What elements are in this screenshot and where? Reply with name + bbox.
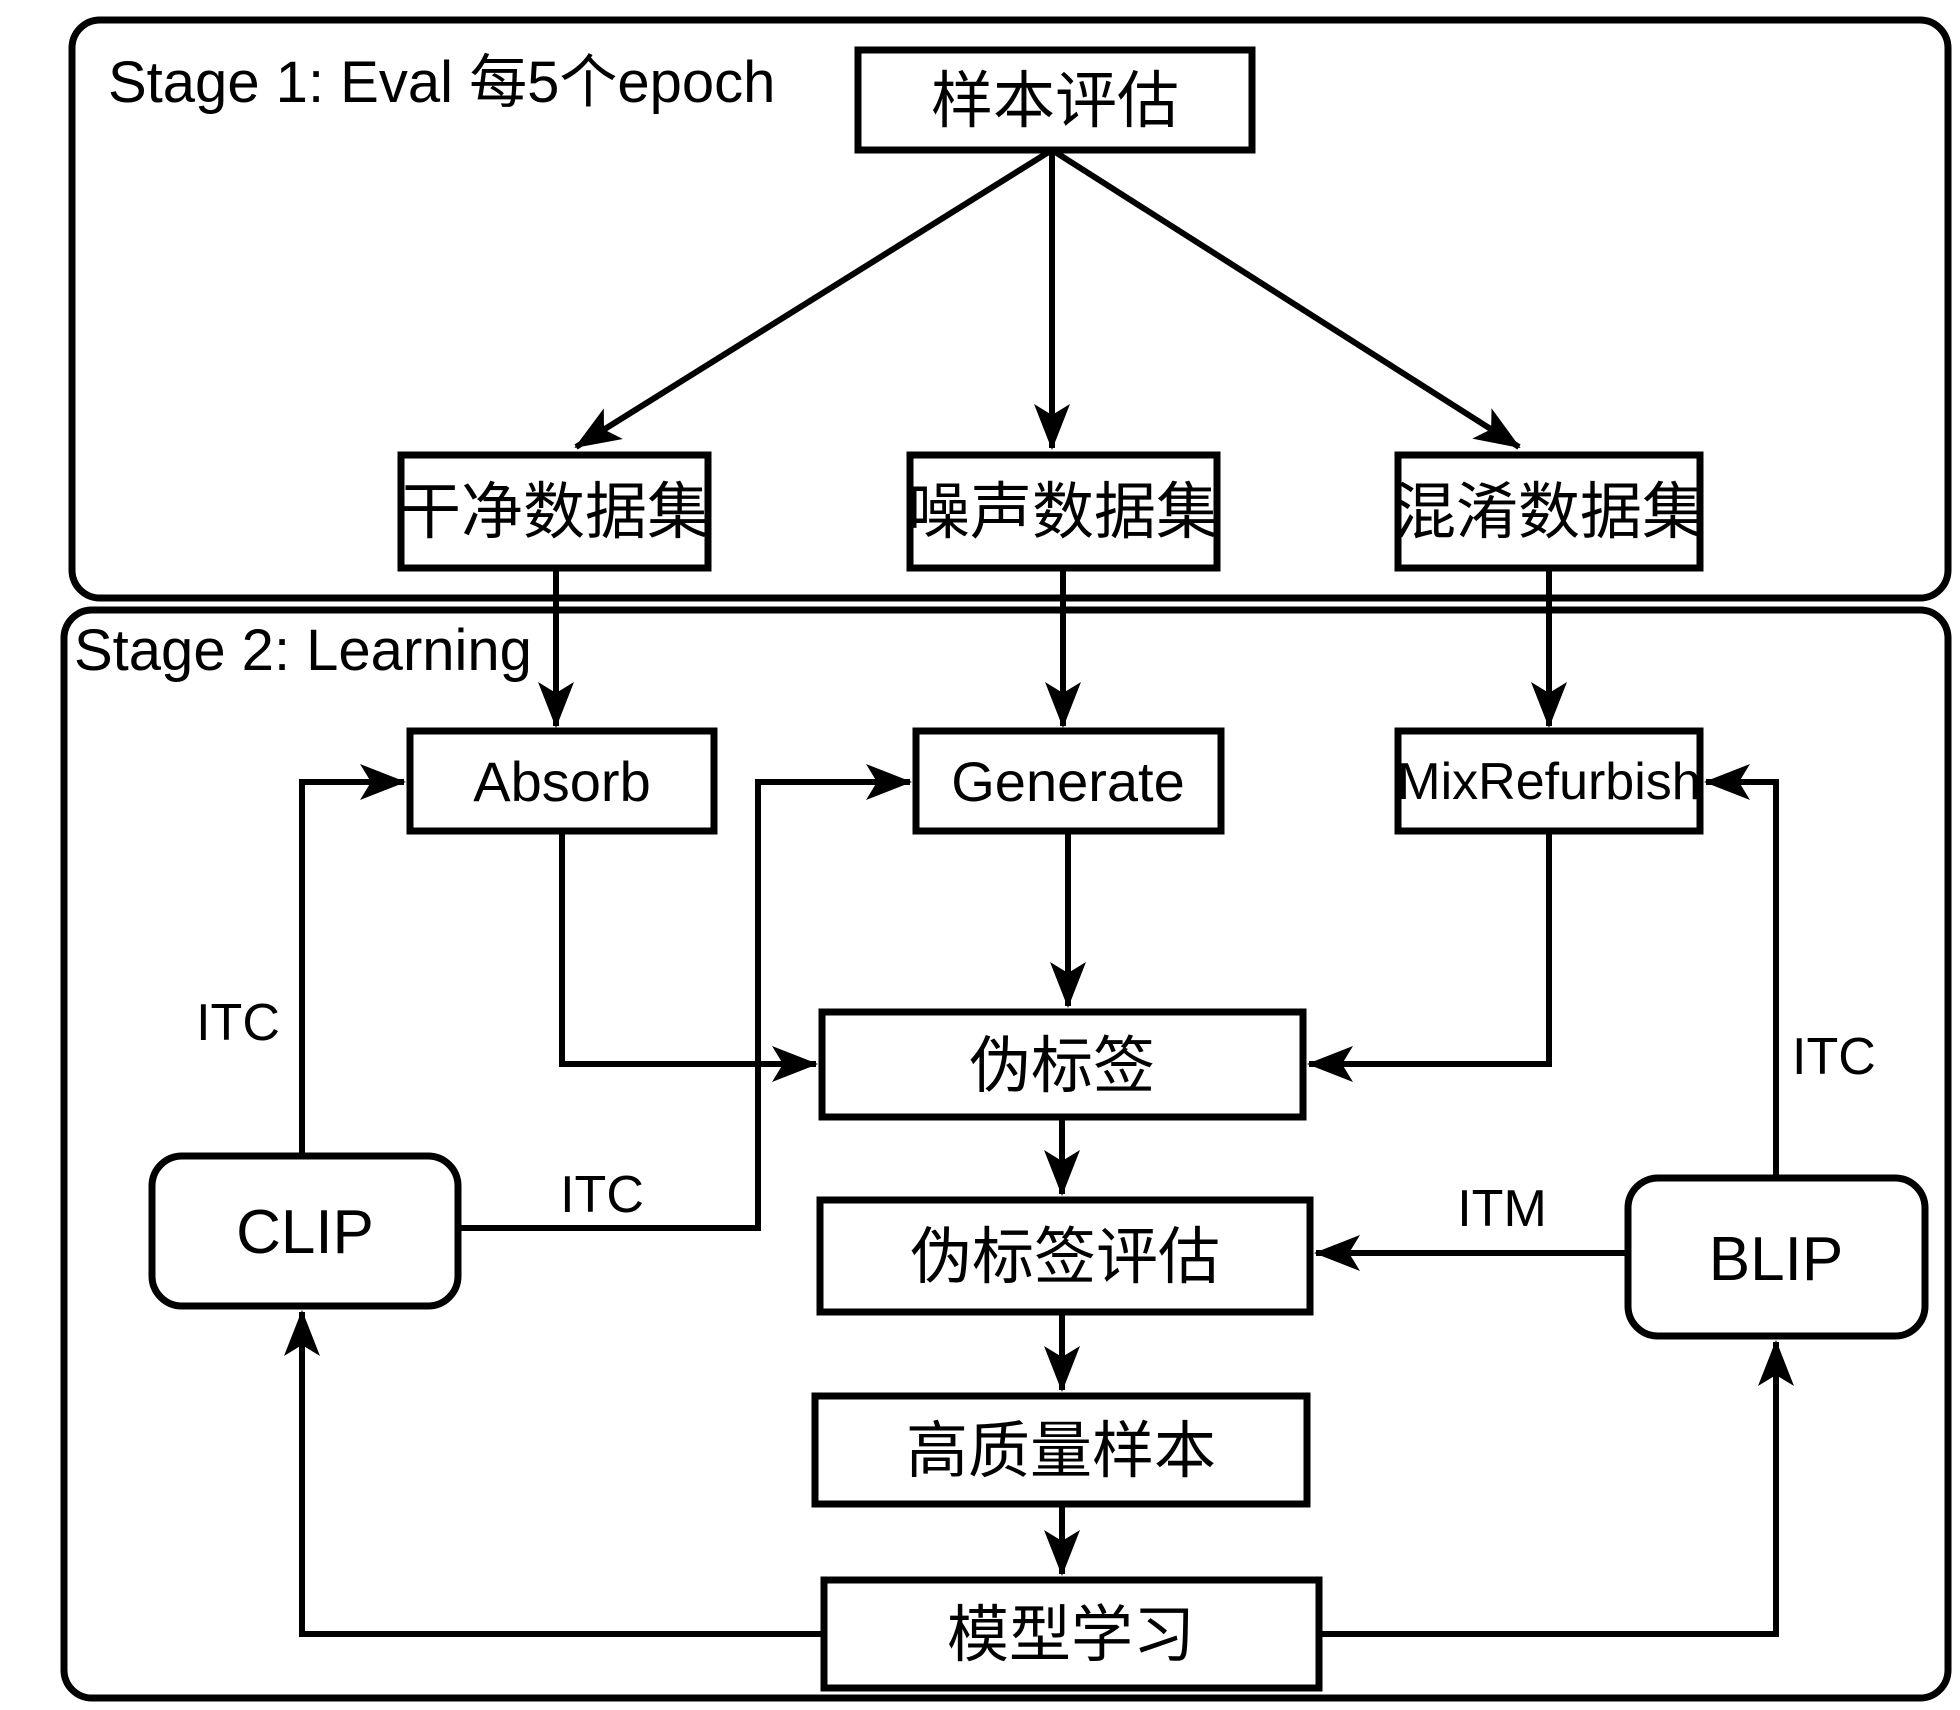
- sample-eval-label: 样本评估: [931, 67, 1179, 136]
- mixrefurbish-box: [1394, 727, 1704, 835]
- node-model-learning: 模型学习: [820, 1576, 1323, 1692]
- itc-label-middle: ITC: [560, 1166, 644, 1224]
- model-learning-label: 模型学习: [947, 1601, 1195, 1670]
- noisy-dataset-box: [906, 451, 1221, 572]
- itm-label: ITM: [1457, 1180, 1547, 1238]
- pseudo-label-eval-label: 伪标签评估: [910, 1223, 1220, 1292]
- high-quality-samples-label: 高质量样本: [906, 1417, 1216, 1486]
- node-mixrefurbish: MixRefurbish: [1394, 727, 1704, 835]
- edge-model-learning-to-blip: [1319, 1340, 1794, 1637]
- node-noisy-dataset: 噪声数据集: [906, 451, 1221, 572]
- sample-eval-box: [854, 46, 1256, 154]
- node-blip: BLIP: [1624, 1174, 1929, 1340]
- noisy-dataset-label: 噪声数据集: [908, 478, 1218, 547]
- node-absorb: Absorb: [406, 727, 718, 835]
- edge-absorb-to-pseudo-label: [559, 831, 818, 1082]
- edge-clip-to-generate-itc: [458, 764, 912, 1231]
- node-high-quality-samples: 高质量样本: [811, 1392, 1311, 1508]
- edge-sample-eval-to-mixed-dataset: [1050, 147, 1521, 450]
- node-pseudo-label: 伪标签: [818, 1008, 1307, 1121]
- clip-label: CLIP: [236, 1198, 374, 1267]
- edge-model-learning-to-clip: [284, 1310, 824, 1637]
- edge-blip-to-mixrefurbish-itc: [1704, 764, 1779, 1178]
- itc-label-right: ITC: [1792, 1028, 1876, 1086]
- clean-dataset-label: 干净数据集: [399, 478, 709, 547]
- node-generate: Generate: [912, 727, 1225, 835]
- high-quality-samples-box: [811, 1392, 1311, 1508]
- clip-box: [148, 1152, 462, 1310]
- edge-sample-eval-to-clean-dataset: [574, 147, 1054, 450]
- pseudo-label-box: [818, 1008, 1307, 1121]
- node-clip: CLIP: [148, 1152, 462, 1310]
- edge-mixrefurbish-to-pseudo-label: [1307, 831, 1552, 1082]
- mixed-dataset-label: 混淆数据集: [1394, 478, 1704, 547]
- itc-label-left: ITC: [196, 994, 280, 1052]
- blip-box: [1624, 1174, 1929, 1340]
- stage2-container: [60, 606, 1952, 1702]
- node-clean-dataset: 干净数据集: [397, 451, 712, 572]
- stage2-title: Stage 2: Learning: [74, 618, 532, 683]
- node-mixed-dataset: 混淆数据集: [1394, 451, 1704, 572]
- mixrefurbish-label: MixRefurbish: [1397, 753, 1700, 811]
- stage1-container: [68, 16, 1952, 602]
- pseudo-label-label: 伪标签: [969, 1032, 1155, 1101]
- node-pseudo-label-eval: 伪标签评估: [816, 1196, 1314, 1316]
- stage1-title: Stage 1: Eval 每5个epoch: [108, 50, 775, 115]
- blip-label: BLIP: [1709, 1225, 1843, 1294]
- generate-box: [912, 727, 1225, 835]
- pseudo-label-eval-box: [816, 1196, 1314, 1316]
- model-learning-box: [820, 1576, 1323, 1692]
- generate-label: Generate: [951, 750, 1185, 813]
- clean-dataset-box: [397, 451, 712, 572]
- absorb-box: [406, 727, 718, 835]
- edge-clip-to-absorb-itc: [299, 764, 406, 1156]
- node-sample-eval: 样本评估: [854, 46, 1256, 154]
- mixed-dataset-box: [1394, 451, 1704, 572]
- absorb-label: Absorb: [473, 750, 650, 813]
